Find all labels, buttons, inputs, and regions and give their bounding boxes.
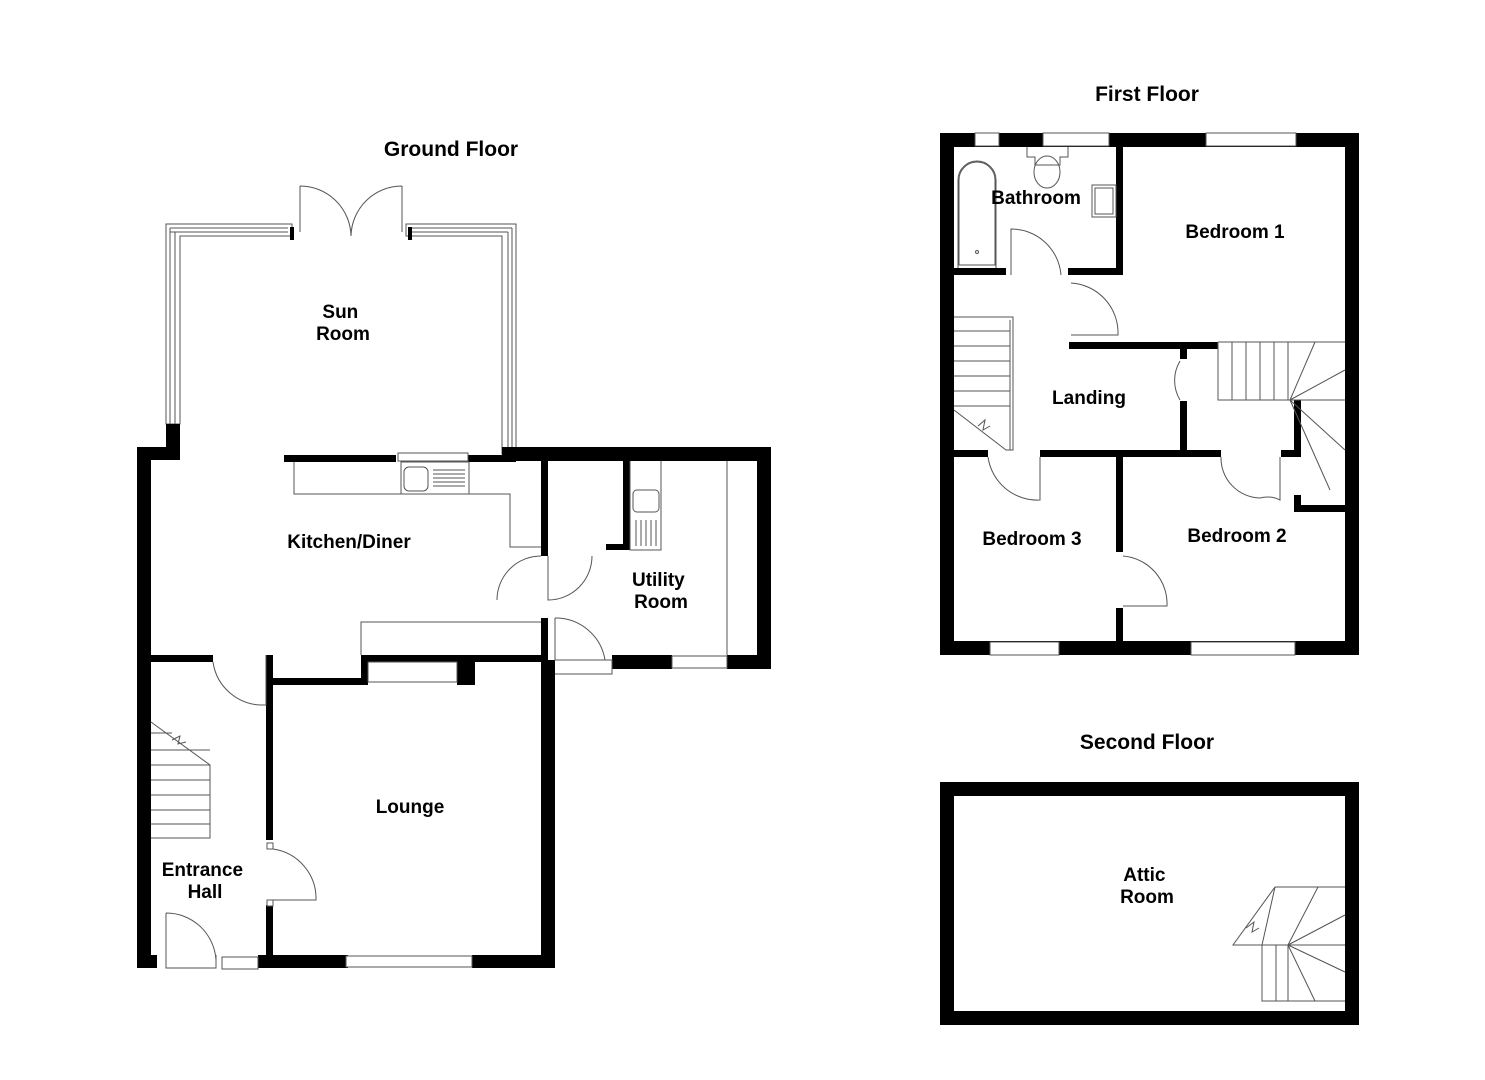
sun-room-french-doors[interactable] xyxy=(299,185,403,237)
front-door[interactable] xyxy=(165,912,217,969)
cupboard-door[interactable] xyxy=(1174,360,1181,401)
bedroom-3-label: Bedroom 3 xyxy=(982,529,1081,550)
bedroom-3-2-door[interactable] xyxy=(1122,555,1168,607)
second-floor-walls xyxy=(940,782,1359,1025)
lounge-window xyxy=(345,955,473,968)
sun-room-label: Sun Room xyxy=(316,302,370,345)
washbasin-icon xyxy=(1091,184,1117,218)
bedroom-1-label: Bedroom 1 xyxy=(1185,222,1285,243)
bedroom-2-label: Bedroom 2 xyxy=(1187,526,1286,547)
kitchen-utility-door[interactable] xyxy=(496,555,593,601)
hall-window xyxy=(221,956,259,970)
utility-worktop xyxy=(629,461,728,655)
first-floor-plan: First Floor xyxy=(940,83,1359,656)
kitchen-diner-label: Kitchen/Diner xyxy=(287,532,411,553)
hall-staircase xyxy=(150,721,211,839)
bathroom-door[interactable] xyxy=(1010,228,1062,276)
kitchen-worktops xyxy=(293,452,541,655)
bathroom-label: Bathroom xyxy=(991,188,1081,209)
first-floor-title: First Floor xyxy=(1095,83,1199,106)
hall-kitchen-door[interactable] xyxy=(212,655,267,706)
first-floor-stairs-up xyxy=(1217,341,1346,491)
first-floor-windows xyxy=(974,132,1297,656)
attic-stairs xyxy=(1232,886,1346,1002)
lounge-fireplace xyxy=(367,661,458,683)
utility-back-door[interactable] xyxy=(554,617,613,675)
bedroom-1-door[interactable] xyxy=(1070,282,1119,336)
second-floor-plan: Second Floor Attic Room xyxy=(940,731,1359,1025)
first-floor-walls xyxy=(940,133,1359,655)
kitchen-sink-icon xyxy=(400,461,470,495)
bedroom-2-door-from-landing[interactable] xyxy=(1220,456,1281,501)
ground-floor-title: Ground Floor xyxy=(384,138,518,161)
second-floor-title: Second Floor xyxy=(1080,731,1214,754)
ground-floor-plan: Ground Floor xyxy=(137,138,771,970)
ground-floor-walls xyxy=(137,424,771,968)
lounge-label: Lounge xyxy=(376,797,445,818)
entrance-hall-label: Entrance Hall xyxy=(162,860,249,903)
hall-lounge-door[interactable] xyxy=(266,842,317,907)
attic-room-label: Attic Room xyxy=(1120,865,1174,908)
landing-label: Landing xyxy=(1052,388,1126,409)
utility-room-label: Utility Room xyxy=(632,570,690,613)
toilet-icon xyxy=(1026,147,1069,189)
bedroom-3-door[interactable] xyxy=(987,456,1041,501)
first-floor-stairs-down xyxy=(953,316,1014,451)
bathtub-icon xyxy=(957,160,997,268)
utility-window xyxy=(671,655,728,669)
